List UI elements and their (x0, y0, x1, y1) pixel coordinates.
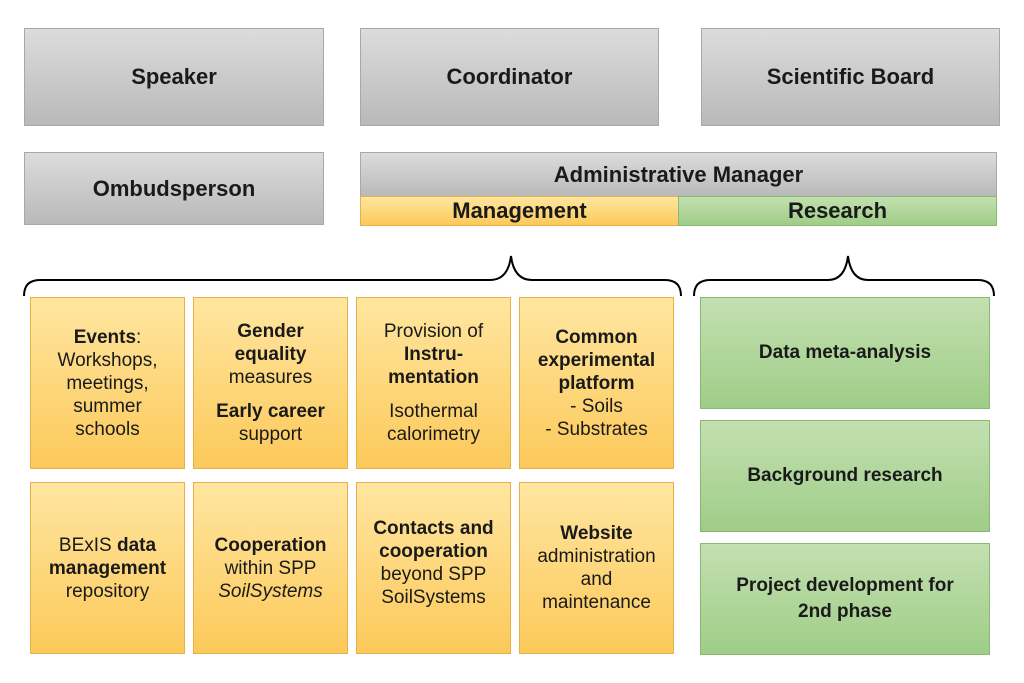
bexis-bold-1: data (117, 534, 157, 556)
contacts-box: Contacts and cooperation beyond SPP Soil… (356, 482, 511, 654)
contacts-line-4: SoilSystems (381, 587, 486, 608)
events-box: Events: Workshops, meetings, summer scho… (30, 297, 185, 469)
events-colon: : (136, 326, 142, 348)
instrumentation-line-2: Instru- (403, 344, 464, 365)
website-line-4: maintenance (542, 592, 651, 613)
cooperation-line-3: SoilSystems (218, 580, 323, 602)
early-career-line: Early career (216, 401, 325, 422)
bexis-bold-2: management (48, 557, 167, 579)
events-title: Events (73, 326, 137, 348)
instrumentation-line-4: Isothermal (389, 401, 478, 422)
project-development-box: Project development for 2nd phase (700, 543, 990, 655)
cooperation-line-2: within SPP (224, 557, 317, 579)
website-line-1: Website (560, 523, 633, 544)
gender-line-2: equality (234, 344, 307, 365)
website-line-2: administration (537, 546, 656, 567)
events-line-2: meetings, (66, 372, 149, 394)
speaker-label: Speaker (131, 64, 217, 89)
instrumentation-line-1: Provision of (383, 321, 484, 342)
research-label: Research (787, 198, 888, 223)
scientific-board-label: Scientific Board (766, 64, 935, 89)
gender-line-1: Gender (237, 321, 304, 342)
speaker-box: Speaker (24, 28, 324, 126)
management-brace (23, 255, 682, 297)
coordinator-box: Coordinator (360, 28, 659, 126)
events-line-3: summer (73, 395, 142, 417)
cooperation-box: Cooperation within SPP SoilSystems (193, 482, 348, 654)
support-line: support (238, 424, 303, 445)
bexis-box: BExIS data management repository (30, 482, 185, 654)
background-research-box: Background research (700, 420, 990, 532)
research-brace (693, 255, 995, 297)
platform-line-4: - Soils (570, 395, 623, 417)
platform-line-1: Common (555, 326, 638, 348)
instrumentation-line-5: calorimetry (387, 424, 480, 445)
project-development-line-1: Project development for (736, 575, 954, 596)
data-meta-analysis-box: Data meta-analysis (700, 297, 990, 409)
cooperation-line-1: Cooperation (214, 534, 327, 556)
website-box: Website administration and maintenance (519, 482, 674, 654)
ombudsperson-box: Ombudsperson (24, 152, 324, 225)
events-line-1: Workshops, (57, 349, 158, 371)
contacts-line-1: Contacts and (373, 518, 494, 539)
website-line-3: and (580, 569, 613, 590)
contacts-line-2: cooperation (379, 541, 488, 562)
experimental-platform-box: Common experimental platform - Soils - S… (519, 297, 674, 469)
events-line-4: schools (75, 418, 140, 440)
platform-line-5: - Substrates (545, 418, 648, 440)
management-box: Management (360, 196, 679, 226)
gender-equality-box: Gender equality measures Early career su… (193, 297, 348, 469)
instrumentation-box: Provision of Instru- mentation Isotherma… (356, 297, 511, 469)
scientific-board-box: Scientific Board (701, 28, 1000, 126)
research-box: Research (678, 196, 997, 226)
platform-line-3: platform (558, 372, 635, 394)
bexis-line-3: repository (65, 580, 150, 602)
management-label: Management (452, 198, 587, 223)
gender-line-3: measures (228, 367, 313, 388)
administrative-manager-box: Administrative Manager (360, 152, 997, 197)
instrumentation-line-3: mentation (388, 367, 479, 388)
bexis-plain: BExIS (58, 534, 117, 556)
data-meta-analysis-label: Data meta-analysis (758, 342, 932, 363)
coordinator-label: Coordinator (446, 64, 573, 89)
contacts-line-3: beyond SPP (380, 564, 487, 585)
project-development-line-2: 2nd phase (798, 601, 892, 622)
platform-line-2: experimental (537, 349, 656, 371)
ombudsperson-label: Ombudsperson (92, 175, 256, 201)
background-research-label: Background research (747, 465, 943, 486)
administrative-manager-label: Administrative Manager (553, 161, 804, 187)
